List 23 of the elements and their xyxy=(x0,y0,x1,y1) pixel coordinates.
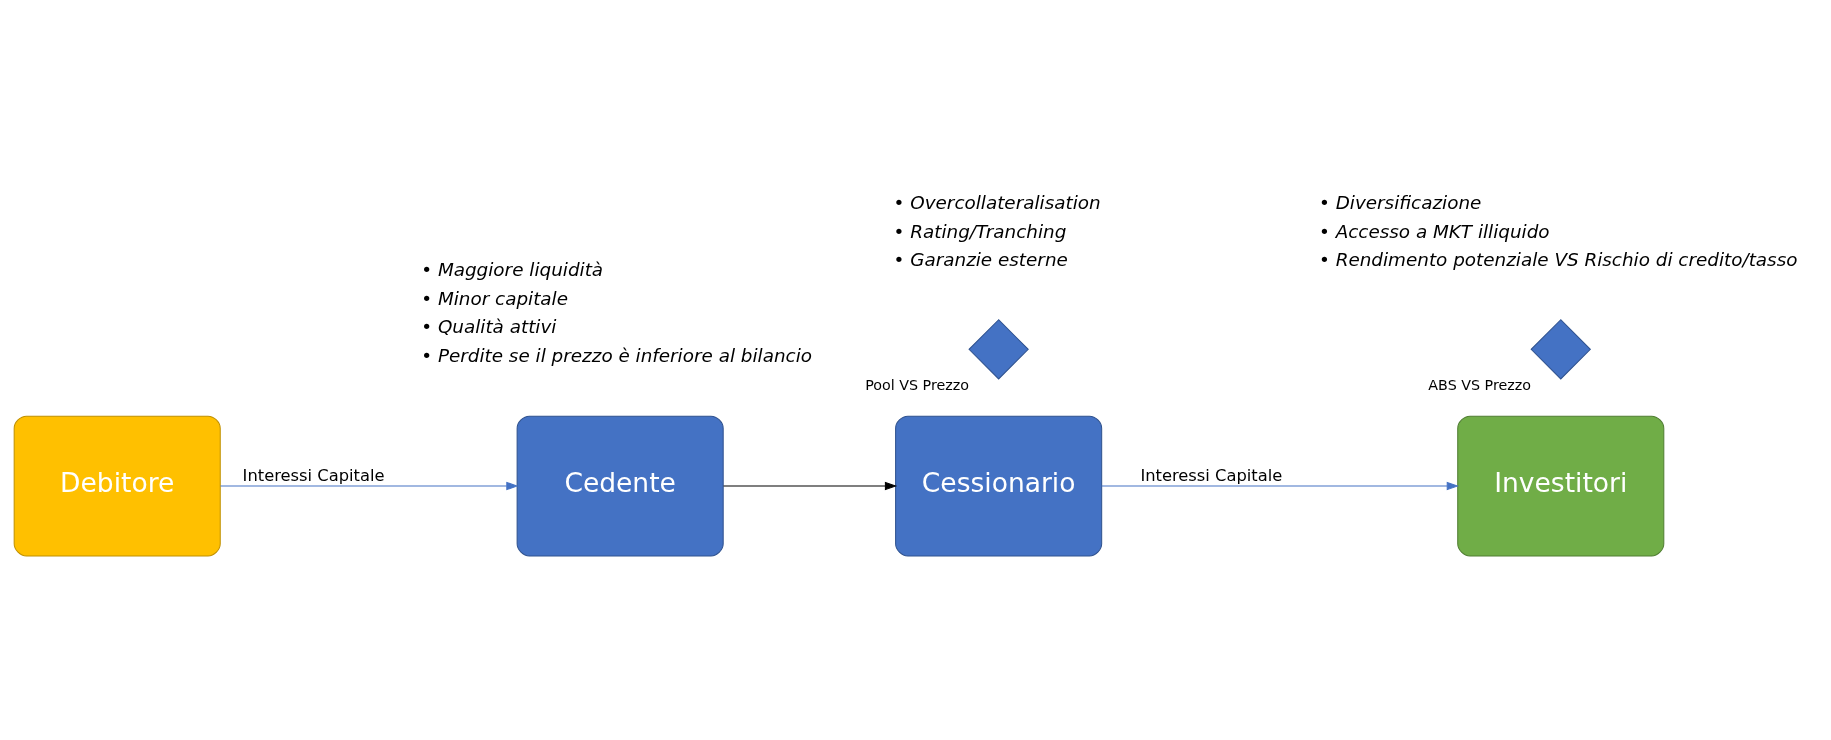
node-box: Debitore xyxy=(13,415,221,556)
label: • Perdite se il prezzo è inferiore al bilancio xyxy=(421,344,813,366)
label: • Maggiore liquidità xyxy=(421,258,604,280)
edge-label: Interessi Capitale xyxy=(242,465,385,485)
label: • Minor capitale xyxy=(421,287,569,309)
node-box: Investitori xyxy=(1457,415,1665,556)
node-box: Cessionario xyxy=(895,415,1103,556)
node-label: ABS VS Prezzo xyxy=(1428,376,1531,393)
label: • Accesso a MKT illiquido xyxy=(1318,220,1550,242)
node-box: Cedente xyxy=(516,415,724,556)
label: • Overcollateralisation xyxy=(893,191,1101,213)
label: • Diversificazione xyxy=(1318,191,1482,213)
edge-label: Interessi Capitale xyxy=(1140,465,1283,485)
node-label: Pool VS Prezzo xyxy=(865,376,969,393)
arrow xyxy=(723,481,898,490)
label: • Garanzie esterne xyxy=(893,248,1068,270)
node-diamond xyxy=(1530,318,1592,380)
arrow xyxy=(220,481,519,490)
label: • Rendimento potenziale VS Rischio di credito/tasso xyxy=(1318,248,1798,270)
label: • Rating/Tranching xyxy=(893,220,1067,242)
node-diamond xyxy=(968,318,1029,380)
label: • Qualità attivi xyxy=(421,315,557,337)
arrow xyxy=(1101,481,1459,490)
